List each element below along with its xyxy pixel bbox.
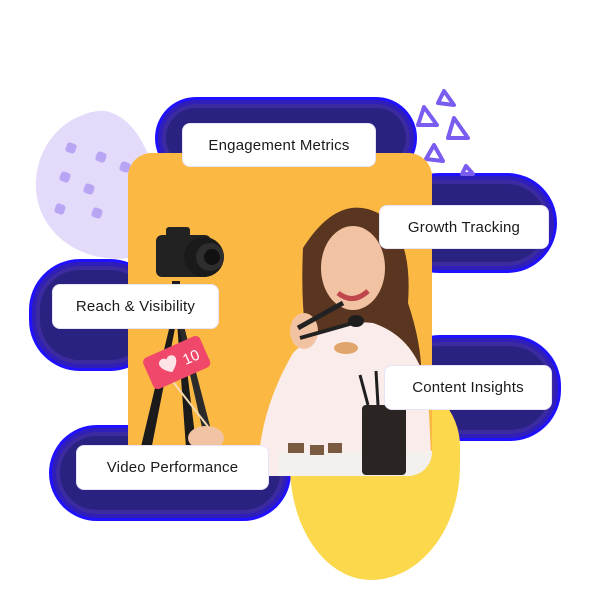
svg-text:10: 10 [180,346,202,368]
label-video-performance: Video Performance [76,445,269,490]
label-reach-visibility: Reach & Visibility [52,284,219,329]
label-content-insights: Content Insights [384,365,552,410]
like-badge: 10 [143,335,215,436]
camera-icon [156,227,224,277]
label-engagement-metrics: Engagement Metrics [182,123,376,167]
triangles-decoration [416,89,475,176]
label-growth-tracking: Growth Tracking [379,205,549,249]
